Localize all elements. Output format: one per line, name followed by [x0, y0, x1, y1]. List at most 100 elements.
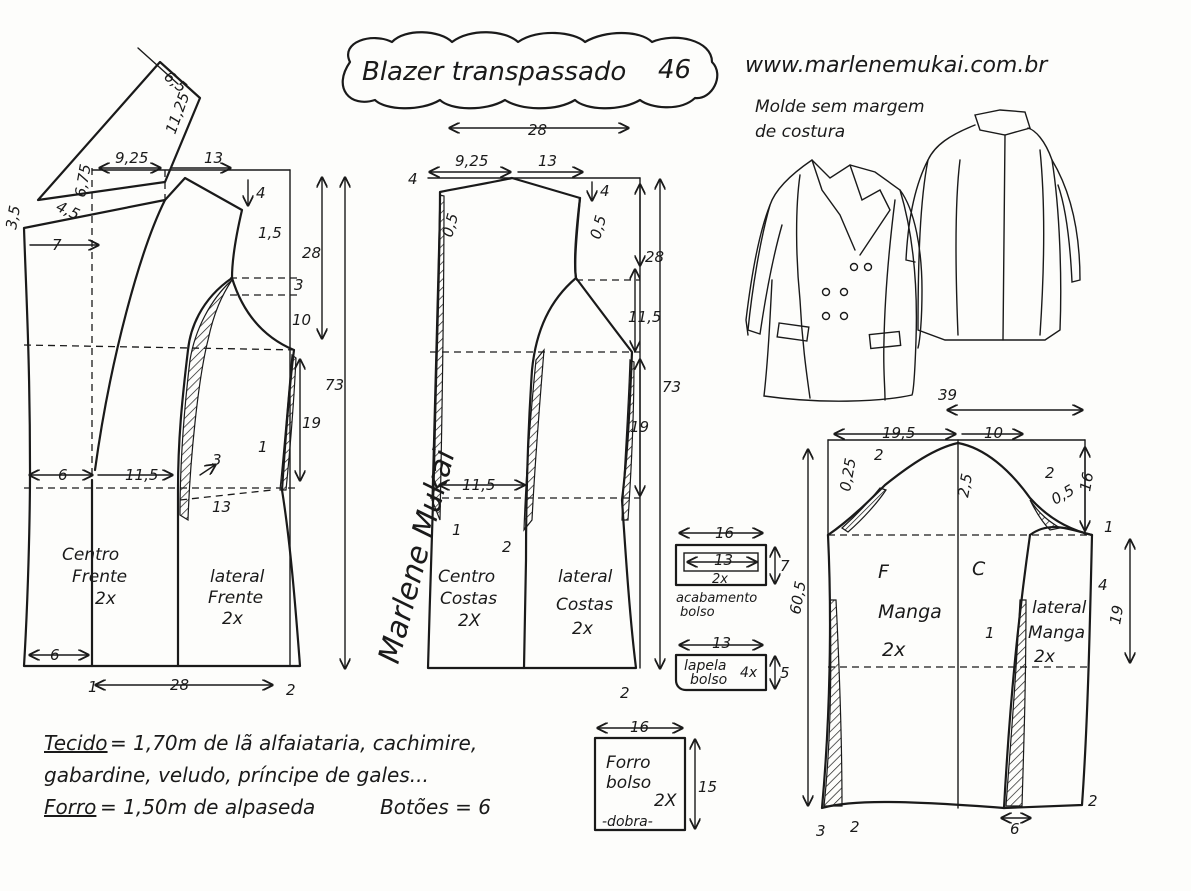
pocket-flap-label1-label: lapela: [684, 658, 726, 674]
front-dims-two-label: 2: [286, 681, 296, 699]
sleeve-dims-three-label: 3: [816, 822, 826, 840]
front-dims-one-label: 1: [258, 438, 268, 456]
note-line-2: de costura: [755, 122, 845, 142]
sleeve-dims-one-b-label: 1: [985, 624, 995, 642]
back-dims-seventy-three-label: 73: [662, 378, 681, 396]
back-top-28-label: 28: [528, 121, 547, 139]
pocket-finish-label1-label: acabamento: [676, 591, 757, 606]
sleeve-dims-two-a-label: 2: [874, 446, 884, 464]
signature: Marlene Mukai: [372, 445, 463, 667]
sleeve-dims-four-label: 4: [1098, 576, 1108, 594]
front-label-line2-label: Frente: [72, 567, 127, 587]
back-dims-four-label: 4: [408, 170, 418, 188]
front-dims-one-b-label: 1: [88, 678, 98, 696]
sleeve-pattern-piece: [808, 410, 1130, 818]
back-side-qty-label: 2x: [572, 619, 594, 639]
back-center-qty-label: 2X: [458, 611, 481, 631]
sleeve-dims-nineteen-5-label: 19,5: [882, 424, 915, 442]
pocket-lining-qty-label: 2X: [654, 791, 677, 811]
back-dims-two-label: 2: [502, 538, 512, 556]
sleeve-front-letter-label: F: [878, 561, 890, 583]
sleeve-dims-two-b-label: 2: [1045, 464, 1055, 482]
front-dims-one-five-label: 1,5: [258, 224, 282, 242]
back-dims-zero-five-b-label: 0,5: [586, 213, 610, 241]
sleeve-dims-two-5-label: 2,5: [954, 472, 976, 499]
sleeve-side-line2-label: Manga: [1028, 623, 1085, 643]
back-dims-thirteen-label: 13: [538, 152, 557, 170]
materials-notes: Tecido = 1,70m de lã alfaiataria, cachim…: [44, 731, 491, 819]
front-dims-shoulder-b-label: 13: [204, 149, 223, 167]
sleeve-dims-sixty-05-label: 60,5: [786, 580, 810, 616]
front-dims-collar-a-label: 6,75: [71, 163, 95, 199]
front-pattern-piece: [22, 47, 345, 685]
sleeve-dims-zero-5-label: 0,5: [1048, 481, 1078, 509]
front-side-line2-label: Frente: [208, 588, 263, 608]
back-dims-twenty-eight-v-label: 28: [645, 248, 664, 266]
front-dims-lapel-side-label: 11,25: [162, 90, 194, 137]
back-dims-zero-five-a-label: 0,5: [438, 211, 462, 239]
title: Blazer transpassado: [362, 57, 626, 87]
back-side-line2-label: Costas: [556, 595, 613, 615]
pocket-flap-height-label: 5: [780, 664, 790, 682]
sleeve-qty-label: 2x: [882, 639, 906, 661]
back-center-line2-label: Costas: [440, 589, 497, 609]
back-dims-eleven-five-h-label: 11,5: [462, 476, 495, 494]
front-dims-seventy-three-label: 73: [325, 376, 344, 394]
pocket-flap-label2-label: bolso: [690, 672, 727, 688]
sleeve-dims-zero-25-label: 0,25: [836, 457, 860, 493]
sleeve-dims-six-label: 6: [1010, 820, 1020, 838]
title-cloud: [341, 31, 719, 110]
front-side-qty-label: 2x: [222, 609, 244, 629]
back-dims-nineteen-label: 19: [630, 418, 649, 436]
front-dims-four-label: 4: [256, 184, 266, 202]
buttons-count: Botões = 6: [380, 795, 491, 819]
back-dims-eleven-five-v-label: 11,5: [628, 308, 661, 326]
front-dims-nineteen-label: 19: [302, 414, 321, 432]
sleeve-dims-ten-label: 10: [984, 424, 1003, 442]
pocket-flap-piece: [674, 645, 775, 692]
pocket-lining-fold-label: -dobra-: [602, 814, 653, 830]
jacket-back-sketch: [905, 109, 1081, 341]
sleeve-dims-one-label: 1: [1104, 518, 1114, 536]
back-dims-nine-25-label: 9,25: [455, 152, 488, 170]
pocket-finish-inner-label: 13: [714, 551, 733, 569]
fabric-label: Tecido: [44, 731, 108, 755]
pocket-lining-width-label: 16: [630, 718, 649, 736]
pocket-lining-label2-label: bolso: [606, 773, 651, 793]
back-pattern-piece: [426, 128, 660, 668]
front-dims-seven-label: 7: [52, 236, 62, 254]
sleeve-total-width-label: 39: [938, 386, 957, 404]
sleeve-label-label: Manga: [878, 601, 942, 623]
pocket-finish-width-label: 16: [715, 524, 734, 542]
pocket-finish-label2-label: bolso: [680, 605, 715, 620]
pocket-lining-label1-label: Forro: [606, 753, 651, 773]
front-dims-thirteen-label: 13: [212, 498, 231, 516]
note-line-1: Molde sem margem: [755, 97, 925, 117]
pocket-finish-height-label: 7: [780, 557, 790, 575]
sleeve-dims-two-d-label: 2: [1088, 792, 1098, 810]
back-center-line1-label: Centro: [438, 567, 495, 587]
sleeve-back-letter-label: C: [972, 558, 986, 580]
size-number: 46: [658, 55, 691, 85]
back-side-line1-label: lateral: [558, 567, 613, 587]
pocket-lining-piece: [593, 728, 695, 832]
jacket-front-sketch: [745, 159, 923, 402]
sleeve-side-qty-label: 2x: [1034, 647, 1056, 667]
back-dims-two-b-label: 2: [620, 684, 630, 702]
sleeve-dims-two-c-label: 2: [850, 818, 860, 836]
front-label-line1-label: Centro: [62, 545, 119, 565]
front-dims-six-b-label: 6: [50, 646, 60, 664]
pocket-flap-width-label: 13: [712, 634, 731, 652]
front-dims-eleven-five-label: 11,5: [125, 466, 158, 484]
fabric-line-1: = 1,70m de lã alfaiataria, cachimire,: [110, 731, 477, 755]
back-dims-one-label: 1: [452, 521, 462, 539]
website: www.marlenemukai.com.br: [745, 53, 1049, 78]
fabric-line-2: gabardine, veludo, príncipe de gales...: [44, 763, 429, 787]
sleeve-side-line1-label: lateral: [1032, 598, 1087, 618]
front-dims-twenty-eight-v-label: 28: [302, 244, 321, 262]
front-dims-shoulder-a-label: 9,25: [115, 149, 148, 167]
pocket-finish-piece: [674, 533, 775, 587]
front-dims-collar-b-label: 4,5: [53, 197, 82, 223]
front-dims-left-35-label: 3,5: [2, 204, 24, 231]
